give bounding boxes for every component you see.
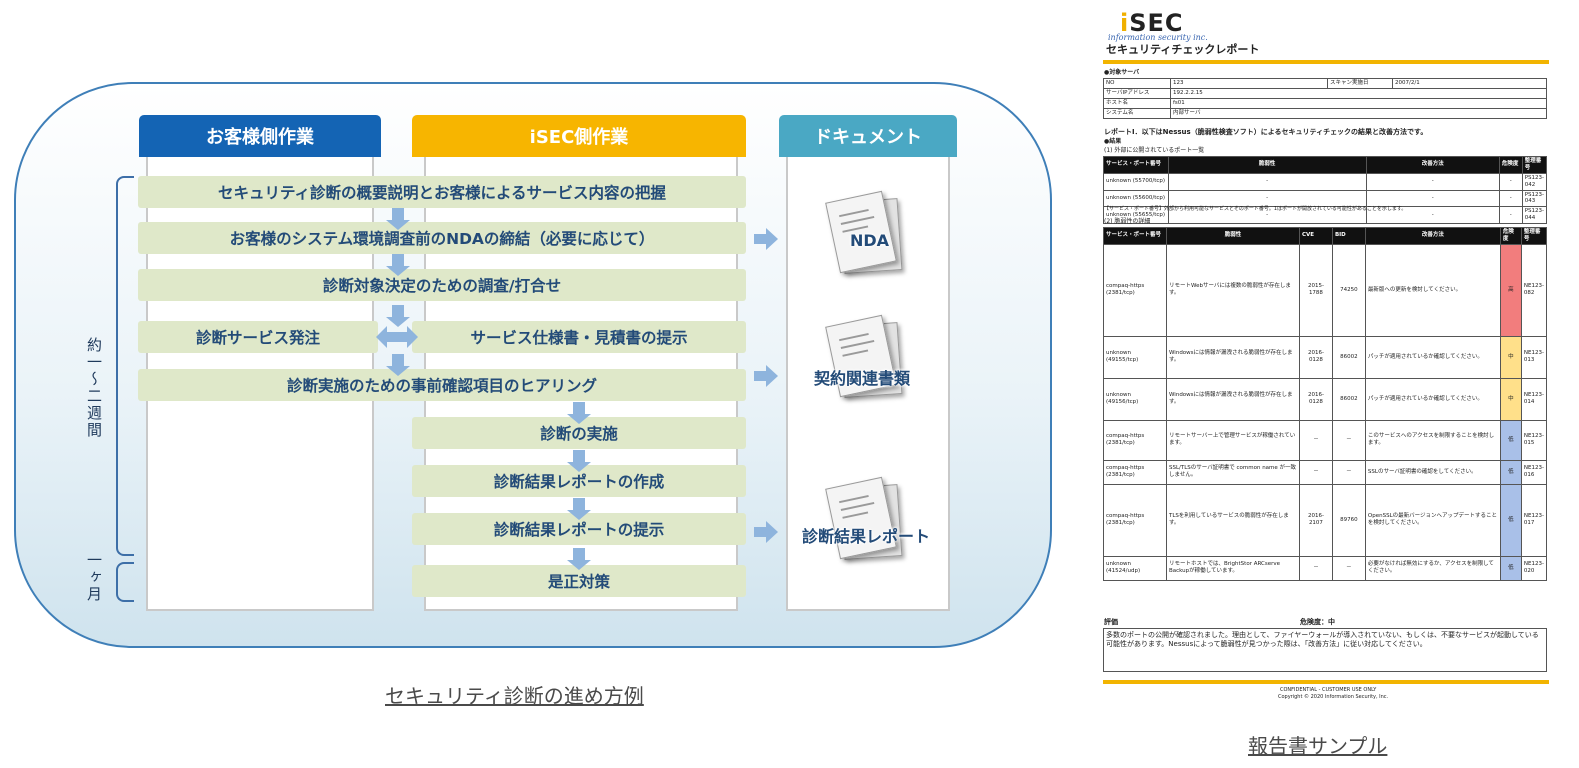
report-sample[interactable]: iSEC information security inc. セキュリティチェッ… — [1100, 6, 1550, 706]
report-intro: レポートⅠ．以下はNessus（脆弱性検査ソフト）によるセキュリティチェックの結… — [1104, 128, 1428, 136]
down-arrow — [386, 254, 410, 276]
duration-brace — [116, 562, 134, 602]
report-bottom-rule — [1103, 680, 1549, 684]
footer-confidential: CONFIDENTIAL - CUSTOMER USE ONLY — [1280, 687, 1377, 693]
vuln-row: unknown (41524/udp)リモートホストでは、BrightStor … — [1103, 555, 1548, 581]
isec-header: iSEC側作業 — [412, 115, 746, 157]
vuln-row: compaq-https (2381/tcp)SSL/TLSのサーバ証明書で c… — [1103, 459, 1548, 485]
target-heading: ●対象サーバ — [1104, 69, 1140, 76]
right-arrow — [754, 228, 778, 250]
process-caption[interactable]: セキュリティ診断の進め方例 — [385, 684, 644, 708]
step-report-creation: 診断結果レポートの作成 — [412, 465, 746, 497]
ports-table: サービス・ポート番号 脆弱性 改善方法 危険度 整理番号 unknown (55… — [1103, 156, 1548, 224]
document-icon — [825, 476, 903, 560]
duration-brace — [116, 176, 134, 556]
footer-copyright: Copyright © 2020 Information Security, I… — [1278, 694, 1389, 700]
doc-label-contract: 契約関連書類 — [814, 369, 911, 388]
right-arrow — [754, 365, 778, 387]
vuln-row: compaq-https (2381/tcp)リモートサーバー上で管理サービスが… — [1103, 419, 1548, 461]
process-diagram: お客様側作業 iSEC側作業 ドキュメント セキュリティ診断の概要説明とお客様に… — [14, 82, 1052, 648]
bidirectional-arrow — [376, 326, 418, 348]
docs-header: ドキュメント — [779, 115, 957, 157]
step-order: 診断サービス発注 — [138, 321, 378, 353]
report-title: セキュリティチェックレポート — [1106, 43, 1260, 56]
step-hearing: 診断実施のための事前確認項目のヒアリング — [138, 369, 746, 401]
right-arrow — [754, 521, 778, 543]
eval-label: 評価 — [1104, 618, 1118, 626]
isec-logo: iSEC — [1120, 9, 1184, 37]
risk-level: 危険度：中 — [1300, 618, 1335, 626]
eval-text: 多数のポートの公開が確認されました。理由として、ファイヤーウォールが導入されてい… — [1103, 628, 1547, 672]
doc-label-nda: NDA — [850, 231, 890, 250]
step-scope-meeting: 診断対象決定のための調査/打合せ — [138, 269, 746, 301]
step-nda: お客様のシステム環境調査前のNDAの締結（必要に応じて） — [138, 222, 746, 254]
duration-label-month: 一ヶ月 — [85, 552, 103, 603]
results-heading: ●結果 — [1104, 138, 1122, 145]
logo-tagline: information security inc. — [1108, 33, 1208, 42]
customer-header: お客様側作業 — [139, 115, 381, 157]
vuln-table: サービス・ポート番号 脆弱性 CVE BID 改善方法 危険度 整理番号 com… — [1103, 227, 1548, 581]
vuln-heading: (2) 脆弱性の詳細 — [1104, 218, 1151, 225]
step-quote: サービス仕様書・見積書の提示 — [412, 321, 746, 353]
ports-note: 【サービス・ポート番号】外部から利用可能なサービスとそのポート番号。1はポートが… — [1104, 206, 1407, 212]
duration-label-weeks: 約一～二週間 — [85, 337, 103, 439]
vuln-row: unknown (49156/tcp)Windowsには情報が漏洩される脆弱性が… — [1103, 377, 1548, 421]
down-arrow — [386, 208, 410, 230]
down-arrow — [567, 450, 591, 472]
down-arrow — [567, 402, 591, 424]
ports-heading: (1) 外部に公開されているポート一覧 — [1104, 147, 1205, 154]
step-overview: セキュリティ診断の概要説明とお客様によるサービス内容の把握 — [138, 176, 746, 208]
step-remediation: 是正対策 — [412, 565, 746, 597]
down-arrow — [386, 305, 410, 327]
vuln-row: unknown (49155/tcp)Windowsには情報が漏洩される脆弱性が… — [1103, 335, 1548, 379]
vuln-row: compaq-https (2381/tcp)TLSを利用しているサービスの脆弱… — [1103, 483, 1548, 557]
down-arrow — [567, 498, 591, 520]
report-caption[interactable]: 報告書サンプル — [1248, 734, 1388, 758]
vuln-row: compaq-https (2381/tcp)リモートWebサーバには複数の脆弱… — [1103, 243, 1548, 337]
down-arrow — [386, 354, 410, 376]
report-top-rule — [1103, 60, 1549, 64]
doc-label-report: 診断結果レポート — [802, 527, 931, 546]
down-arrow — [567, 548, 591, 570]
